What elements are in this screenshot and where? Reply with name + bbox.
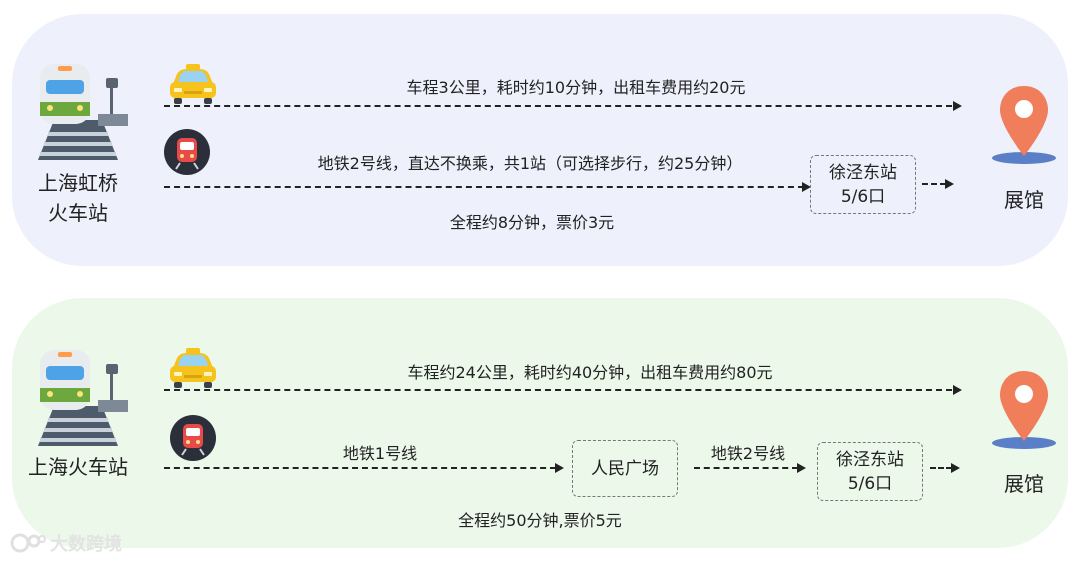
arrow-head-icon [953,385,962,395]
transfer-station-box: 徐泾东站 5/6口 [817,442,923,501]
metro-icon [164,129,210,175]
arrow-head-icon [797,463,806,473]
watermark-logo-icon [10,533,46,553]
taxi-route-description: 车程3公里，耗时约10分钟，出租车费用约20元 [406,78,746,97]
taxi-route-description: 车程约24公里，耗时约40分钟，出租车费用约80元 [407,363,773,382]
destination-exhibition-hall: 展馆 [1004,472,1044,496]
station-exit: 5/6口 [847,473,893,494]
arrow-head-icon [555,463,564,473]
origin-station-shanghai: 上海火车站 [8,452,148,482]
train-icon [38,64,128,160]
arrow-head-icon [951,463,960,473]
watermark: 大数跨境 [10,530,122,556]
origin-name: 上海火车站 [28,455,128,479]
taxi-route-line [164,105,952,107]
metro-summary: 全程约8分钟，票价3元 [449,213,615,232]
arrow-head-icon [953,101,962,111]
metro-icon [170,415,216,461]
location-pin-icon [992,86,1056,164]
metro-leg2-line [694,467,798,469]
station-name: 徐泾东站 [836,449,904,470]
arrow-head-icon [802,182,811,192]
final-leg-line [922,183,946,185]
station-name: 徐泾东站 [829,162,897,183]
metro-leg2-label: 地铁2号线 [710,444,786,463]
taxi-route-line [164,389,952,391]
location-pin-icon [992,371,1056,449]
metro-summary: 全程约50分钟,票价5元 [458,511,622,530]
arrow-head-icon [945,179,954,189]
metro-leg1-line [164,467,556,469]
taxi-icon [170,64,216,104]
origin-name-line1: 上海虹桥 [38,171,118,195]
origin-station-hongqiao: 上海虹桥 火车站 [8,168,148,228]
origin-name-line2: 火车站 [48,201,108,225]
destination-exhibition-hall: 展馆 [1004,188,1044,212]
station-name: 人民广场 [591,458,659,479]
metro-route-description: 地铁2号线，直达不换乘，共1站（可选择步行，约25分钟） [317,154,743,173]
station-exit: 5/6口 [840,186,886,207]
watermark-text: 大数跨境 [50,534,122,555]
taxi-icon [170,348,216,388]
transfer-station-box: 人民广场 [572,440,678,497]
final-leg-line [930,467,952,469]
train-icon [38,350,128,446]
transfer-station-box: 徐泾东站 5/6口 [810,155,916,214]
metro-leg1-label: 地铁1号线 [342,444,418,463]
metro-route-line [164,186,804,188]
